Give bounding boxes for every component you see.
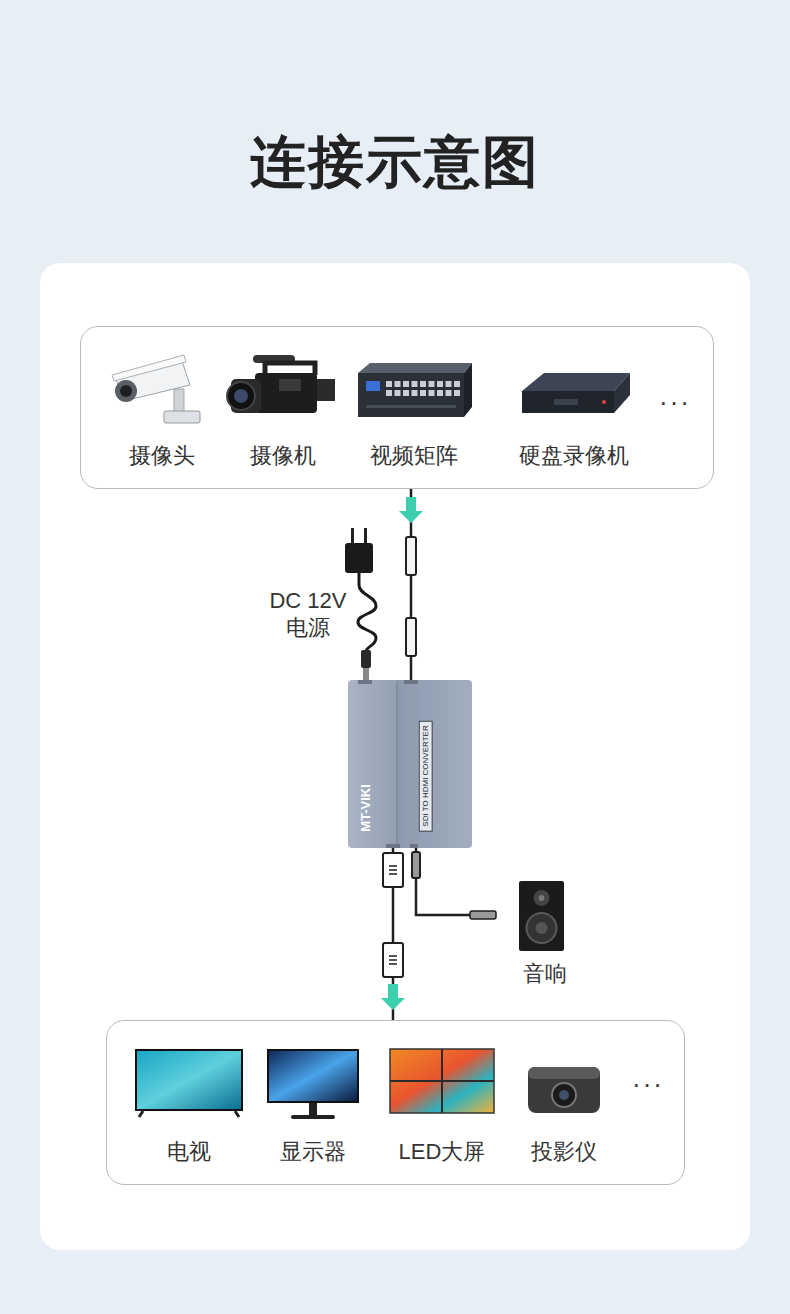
cable-connector bbox=[381, 848, 405, 1020]
device-label: 硬盘录像机 bbox=[495, 442, 653, 470]
speaker-icon bbox=[496, 878, 586, 954]
cable-plug bbox=[406, 618, 416, 656]
plug-grip bbox=[389, 866, 397, 874]
display-box: LED大屏 bbox=[373, 1045, 511, 1167]
display-box: 投影仪 bbox=[500, 1045, 628, 1167]
arrow-head bbox=[381, 984, 405, 1010]
cable-plug bbox=[383, 853, 403, 887]
device-label: 摄像头 bbox=[98, 442, 226, 470]
brand-text: MT-VIKI bbox=[358, 784, 374, 832]
device-icon bbox=[504, 1045, 624, 1125]
cable-plug bbox=[470, 911, 496, 919]
display-panel: ··· 电视显示器LED大屏投影仪 bbox=[106, 1020, 685, 1185]
cable-plug bbox=[406, 537, 416, 575]
display-label: LED大屏 bbox=[373, 1138, 511, 1166]
device-box: 摄像头 bbox=[98, 349, 226, 471]
cable-connector bbox=[399, 489, 423, 680]
arrow-head bbox=[399, 497, 423, 523]
cable-line bbox=[416, 848, 496, 915]
device-icon bbox=[253, 1045, 373, 1125]
device-icon bbox=[354, 349, 474, 429]
device-label: 视频矩阵 bbox=[345, 442, 483, 470]
cable-plug bbox=[383, 943, 403, 977]
plug-grip bbox=[389, 956, 397, 964]
speaker-label: 音响 bbox=[496, 960, 594, 988]
device-icon bbox=[382, 1045, 502, 1125]
display-label: 投影仪 bbox=[500, 1138, 628, 1166]
device-icon bbox=[129, 1045, 249, 1125]
ellipsis: ··· bbox=[632, 1069, 664, 1099]
display-label: 显示器 bbox=[249, 1138, 377, 1166]
device-label: 摄像机 bbox=[219, 442, 347, 470]
device-icon bbox=[223, 349, 343, 429]
device-box: 摄像机 bbox=[219, 349, 347, 471]
model-text: SDI TO HDMI CONVERTER bbox=[418, 720, 432, 831]
converter-box: MT-VIKI SDI TO HDMI CONVERTER bbox=[348, 680, 472, 848]
ellipsis: ··· bbox=[659, 387, 691, 417]
source-panel: ··· 摄像头摄像机视频矩阵硬盘录像机 bbox=[80, 326, 714, 489]
display-box: 显示器 bbox=[249, 1045, 377, 1167]
page-title: 连接示意图 bbox=[0, 126, 790, 198]
cable-plug bbox=[412, 852, 420, 878]
device-icon bbox=[102, 349, 222, 429]
device-box: 硬盘录像机 bbox=[495, 349, 653, 471]
device-box: 视频矩阵 bbox=[345, 349, 483, 471]
display-box: 电视 bbox=[125, 1045, 253, 1167]
device-icon bbox=[514, 349, 634, 429]
cable-connector bbox=[412, 848, 496, 919]
speaker-box: 音响 bbox=[496, 878, 594, 990]
power-label: DC 12V 电源 bbox=[262, 587, 354, 641]
display-label: 电视 bbox=[125, 1138, 253, 1166]
